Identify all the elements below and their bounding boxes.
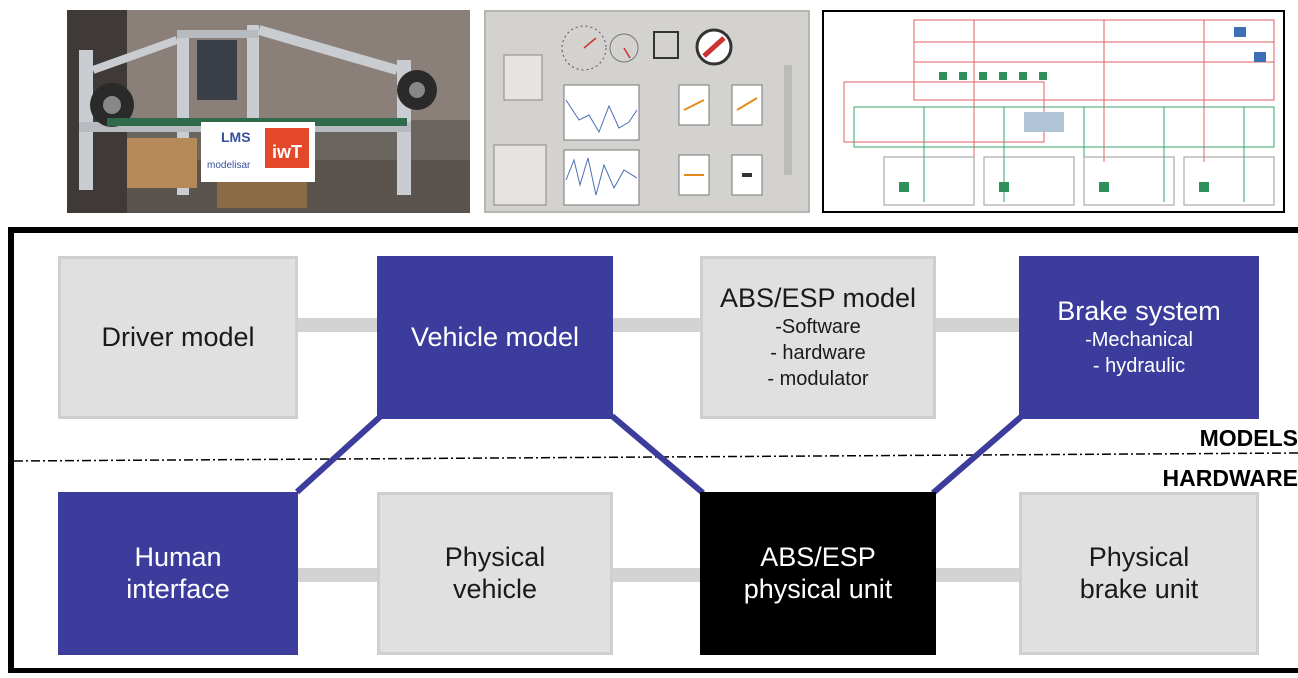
brake-system-line-2: - hydraulic <box>1092 355 1186 378</box>
abs-esp-model-title: ABS/ESP model <box>719 282 917 313</box>
physical-brake-line-2: brake unit <box>1079 573 1199 604</box>
brake-system-line-1: -Mechanical <box>1085 329 1193 352</box>
driver-model-title: Driver model <box>101 321 255 352</box>
hardware-layer-label: HARDWARE <box>1162 465 1298 491</box>
abs-esp-model-line-3: - modulator <box>767 368 869 391</box>
vehicle-model-block: Vehicle model <box>377 256 613 419</box>
abs-esp-unit-line-1: ABS/ESP <box>760 542 876 573</box>
physical-brake-unit-block: Physical brake unit <box>1019 492 1259 655</box>
abs-esp-model-line-1: -Software <box>775 316 861 339</box>
human-interface-block: Human interface <box>58 492 298 655</box>
modelisar-logo: modelisar <box>207 160 251 171</box>
abs-esp-model-line-2: - hardware <box>770 342 866 365</box>
abs-esp-physical-unit-block: ABS/ESP physical unit <box>700 492 936 655</box>
hydraulic-schematic-screenshot <box>822 10 1285 213</box>
dashboard-screenshot <box>484 10 810 213</box>
physical-brake-line-1: Physical <box>1088 542 1190 573</box>
physical-vehicle-line-2: vehicle <box>452 573 538 604</box>
human-interface-line-2: interface <box>126 573 230 604</box>
physical-vehicle-line-1: Physical <box>444 542 546 573</box>
iwt-logo: iwT <box>272 142 302 162</box>
physical-vehicle-block: Physical vehicle <box>377 492 613 655</box>
brake-system-block: Brake system -Mechanical - hydraulic <box>1019 256 1259 419</box>
models-layer-label: MODELS <box>1199 425 1298 451</box>
human-interface-line-1: Human <box>134 542 222 573</box>
brake-system-title: Brake system <box>1057 295 1221 326</box>
diagram-frame <box>8 227 1298 673</box>
test-rig-photo: LMS iwT modelisar <box>67 10 470 213</box>
abs-esp-model-block: ABS/ESP model -Software - hardware - mod… <box>700 256 936 419</box>
driver-model-block: Driver model <box>58 256 298 419</box>
lms-logo: LMS <box>221 129 251 145</box>
vehicle-model-title: Vehicle model <box>410 321 580 352</box>
abs-esp-unit-line-2: physical unit <box>743 573 893 604</box>
